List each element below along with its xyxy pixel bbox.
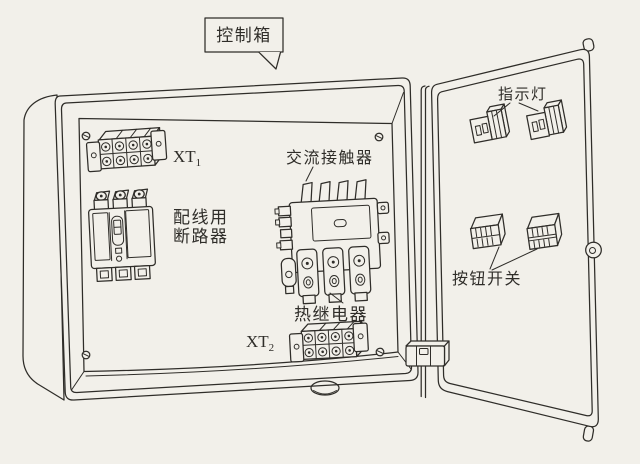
lamp-window (531, 121, 539, 133)
contactor-right-tabs (376, 201, 390, 245)
indicator-lamp-left (469, 103, 511, 144)
circuit-breaker (88, 188, 156, 282)
panel-screw (374, 132, 384, 142)
contactor-pointer-line (305, 166, 314, 182)
callout-control-box: 控制箱 (204, 17, 284, 70)
label-xt2: XT2 (246, 332, 274, 354)
callout-pointer (258, 51, 282, 70)
label-breaker-line2: 断路器 (173, 227, 229, 246)
cabinet-frame-inner-line (60, 84, 413, 394)
door-inner-border (436, 58, 593, 417)
label-xt1: XT1 (173, 147, 201, 169)
door-top-knob (582, 38, 595, 52)
opening-bevel-top-right (391, 92, 404, 124)
thermal-relay (296, 245, 372, 305)
indicator-pointer-lines (493, 102, 539, 117)
hinge-edge-line (420, 85, 426, 398)
terminal-block-xt1 (85, 127, 168, 173)
panel-screw (81, 131, 91, 141)
push-button-right (526, 212, 563, 250)
label-relay: 热继电器 (294, 305, 368, 324)
label-pushbutton: 按钮开关 (452, 270, 522, 288)
terminal-block-xt2 (288, 320, 369, 363)
label-contactor: 交流接触器 (286, 149, 374, 167)
lamp-window (474, 125, 483, 136)
contactor-left-terminals (274, 205, 297, 295)
hinge-edge-line (424, 85, 430, 399)
panel-screw (375, 347, 385, 357)
breaker-top-terminals (93, 188, 149, 213)
door-outer (430, 48, 599, 428)
pushbutton-pointer-lines (489, 246, 538, 271)
latch-slot (310, 380, 340, 396)
hinge-bracket (405, 340, 450, 367)
lamp-window (481, 122, 489, 134)
label-breaker-line1: 配线用 (173, 208, 229, 227)
lamp-window (538, 118, 546, 130)
cabinet-door (405, 38, 602, 442)
breaker-toggle-slot (111, 215, 125, 246)
indicator-lamp-right (526, 99, 568, 141)
cabinet-side-face (22, 94, 65, 401)
label-control-box: 控制箱 (216, 26, 272, 45)
label-indicator: 指示灯 (498, 86, 548, 103)
door-bottom-foot (582, 425, 595, 442)
ac-contactor (274, 179, 390, 305)
push-button-left (469, 213, 506, 250)
breaker-bottom-terminals (95, 264, 151, 282)
callout-box (204, 17, 284, 53)
opening-bevel-bottom-left (71, 371, 85, 391)
cabinet-back-panel (78, 117, 399, 373)
panel-bottom-edge-line (85, 356, 399, 377)
relay-pointer-line (329, 292, 344, 304)
panel-screw (81, 350, 91, 360)
door-latch-knob (585, 241, 602, 259)
